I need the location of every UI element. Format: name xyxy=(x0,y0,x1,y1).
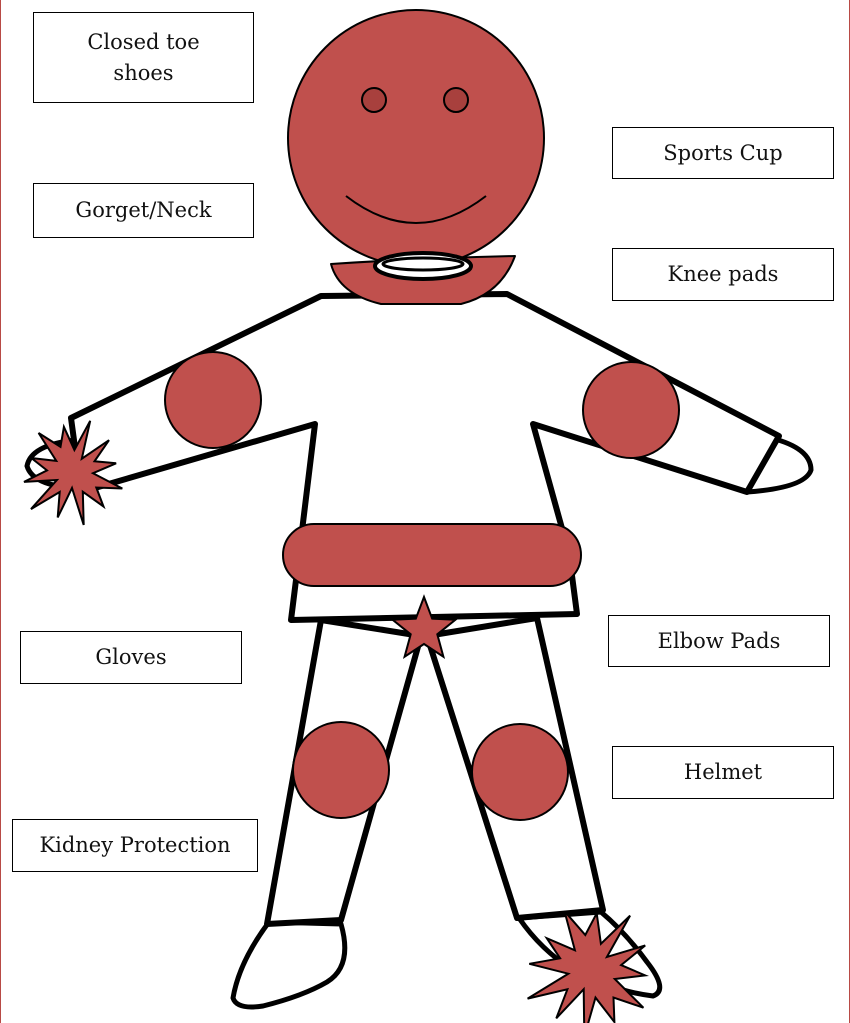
left-eye xyxy=(362,88,386,112)
label-helmet: Helmet xyxy=(612,746,834,799)
left-knee-pad xyxy=(293,722,389,818)
left-elbow-pad xyxy=(165,352,261,448)
right-knee-pad xyxy=(472,724,568,820)
label-gloves: Gloves xyxy=(20,631,242,684)
helmet-pad xyxy=(288,10,544,266)
label-sports-cup: Sports Cup xyxy=(612,127,834,179)
right-eye xyxy=(444,88,468,112)
kidney-belt xyxy=(283,524,581,586)
left-shoe xyxy=(233,922,345,1007)
label-gorget-neck: Gorget/Neck xyxy=(33,183,254,238)
label-closed-toe-shoes: Closed toe shoes xyxy=(33,12,254,103)
right-elbow-pad xyxy=(583,362,679,458)
label-knee-pads: Knee pads xyxy=(612,248,834,301)
label-elbow-pads: Elbow Pads xyxy=(608,615,830,667)
label-kidney-protection: Kidney Protection xyxy=(12,819,258,872)
